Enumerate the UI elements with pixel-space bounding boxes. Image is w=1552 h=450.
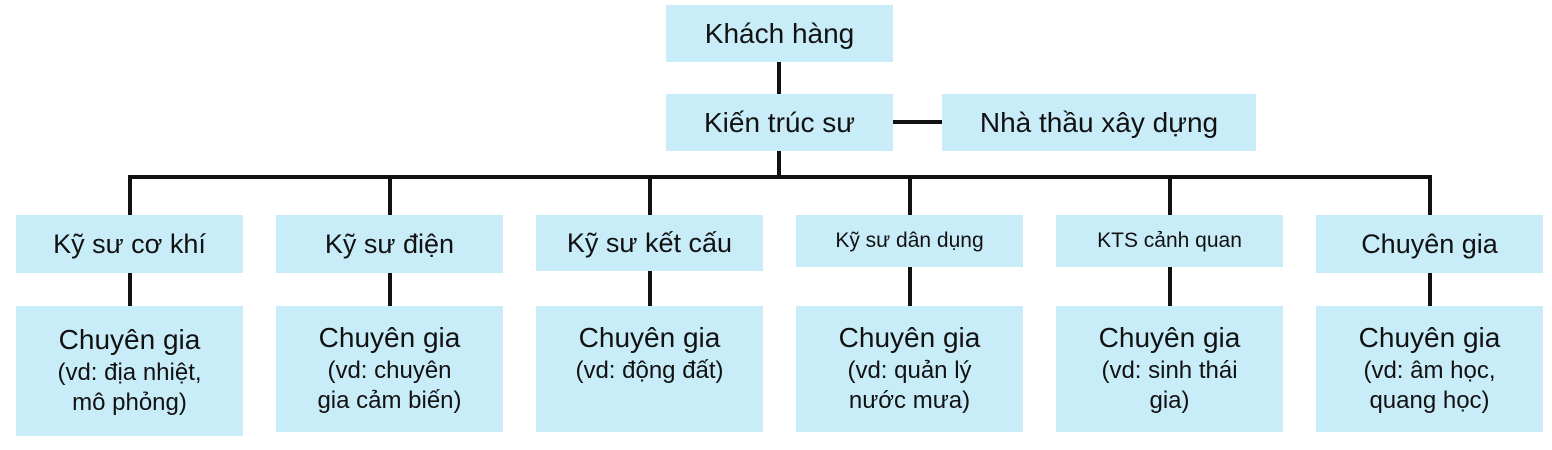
specialist-example: nước mưa)	[848, 387, 971, 414]
connector-bus-role-5	[1168, 177, 1172, 215]
client-label: Khách hàng	[704, 17, 855, 49]
role-label: Kỹ sư cơ khí	[53, 229, 206, 259]
connector-client-architect	[777, 62, 781, 94]
specialist-box-2: Chuyên gia (vd: chuyên gia cảm biến)	[276, 306, 503, 432]
role-label: Kỹ sư dân dụng	[835, 229, 984, 252]
specialist-example: quang học)	[1369, 387, 1490, 414]
contractor-box: Nhà thầu xây dựng	[942, 94, 1256, 151]
specialist-example: gia cảm biến)	[317, 387, 462, 414]
specialist-box-3: Chuyên gia (vd: động đất)	[536, 306, 763, 432]
connector-bus-role-2	[388, 177, 392, 215]
client-box: Khách hàng	[666, 5, 893, 62]
role-label: KTS cảnh quan	[1097, 229, 1242, 252]
connector-role-spec-3	[648, 271, 652, 306]
specialist-example: gia)	[1149, 387, 1190, 414]
role-box-electrical: Kỹ sư điện	[276, 215, 503, 273]
role-label: Kỹ sư điện	[324, 229, 455, 259]
contractor-label: Nhà thầu xây dựng	[979, 106, 1219, 138]
connector-role-spec-1	[128, 273, 132, 306]
specialist-box-4: Chuyên gia (vd: quản lý nước mưa)	[796, 306, 1023, 432]
architect-label: Kiến trúc sư	[703, 106, 856, 138]
role-box-mechanical: Kỹ sư cơ khí	[16, 215, 243, 273]
connector-bus	[128, 175, 1432, 179]
specialist-example: (vd: chuyên	[327, 357, 452, 384]
specialist-example: (vd: sinh thái	[1101, 357, 1238, 384]
connector-role-spec-5	[1168, 267, 1172, 306]
specialist-title: Chuyên gia	[578, 322, 721, 353]
specialist-box-6: Chuyên gia (vd: âm học, quang học)	[1316, 306, 1543, 432]
connector-role-spec-2	[388, 273, 392, 306]
specialist-title: Chuyên gia	[838, 322, 981, 353]
specialist-title: Chuyên gia	[1098, 322, 1241, 353]
specialist-example: mô phỏng)	[72, 389, 187, 416]
specialist-title: Chuyên gia	[318, 322, 461, 353]
specialist-example: (vd: quản lý	[847, 357, 972, 384]
specialist-example: (vd: địa nhiệt,	[57, 359, 202, 386]
connector-bus-role-4	[908, 177, 912, 215]
role-label: Kỹ sư kết cấu	[566, 228, 733, 258]
specialist-box-5: Chuyên gia (vd: sinh thái gia)	[1056, 306, 1283, 432]
specialist-example: (vd: động đất)	[575, 357, 724, 384]
connector-bus-role-1	[128, 177, 132, 215]
role-box-structural: Kỹ sư kết cấu	[536, 215, 763, 271]
connector-bus-role-6	[1428, 177, 1432, 215]
connector-role-spec-6	[1428, 273, 1432, 306]
role-box-civil: Kỹ sư dân dụng	[796, 215, 1023, 267]
specialist-title: Chuyên gia	[58, 324, 201, 355]
architect-box: Kiến trúc sư	[666, 94, 893, 151]
connector-bus-role-3	[648, 177, 652, 215]
specialist-example: (vd: âm học,	[1363, 357, 1496, 384]
connector-architect-contractor	[893, 120, 942, 124]
role-box-specialist: Chuyên gia	[1316, 215, 1543, 273]
connector-role-spec-4	[908, 267, 912, 306]
specialist-box-1: Chuyên gia (vd: địa nhiệt, mô phỏng)	[16, 306, 243, 436]
specialist-title: Chuyên gia	[1358, 322, 1501, 353]
role-box-landscape: KTS cảnh quan	[1056, 215, 1283, 267]
connector-architect-bus	[777, 151, 781, 177]
role-label: Chuyên gia	[1361, 229, 1498, 259]
